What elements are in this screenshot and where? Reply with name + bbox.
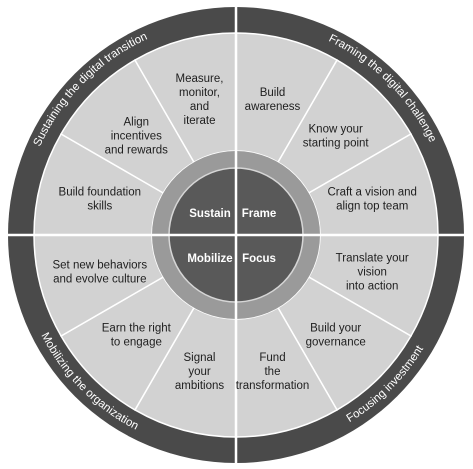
step-label-line: the — [264, 366, 280, 378]
step-label-line: starting point — [303, 137, 370, 149]
step-label-line: Set new behaviors — [52, 259, 147, 271]
step-label-sustain-1: Build foundation skills — [59, 187, 141, 213]
step-label-sustain-2: Align incentives and rewards — [105, 116, 169, 156]
step-label-line: awareness — [245, 101, 301, 113]
step-label-line: into action — [346, 280, 398, 292]
core-quadrants — [168, 167, 304, 303]
core-label-focus: Focus — [242, 253, 276, 265]
step-label-mobilize-2: Earn the right to engage — [102, 323, 172, 349]
step-label-line: align top team — [336, 201, 408, 213]
step-label-line: your — [188, 366, 211, 378]
step-label-line: iterate — [184, 115, 216, 127]
step-label-line: Earn the right — [102, 323, 172, 335]
step-label-line: Build your — [310, 323, 361, 335]
step-label-line: monitor, — [179, 87, 220, 99]
step-label-line: Signal — [184, 352, 216, 364]
step-label-mobilize-3: Set new behaviors and evolve culture — [52, 259, 147, 285]
step-label-frame-2: Know your starting point — [303, 123, 370, 149]
core-label-frame: Frame — [242, 208, 277, 220]
step-label-line: vision — [357, 266, 386, 278]
step-label-focus-1: Translate your vision into action — [336, 252, 409, 292]
step-label-frame-1: Build awareness — [245, 87, 301, 113]
step-label-line: Build foundation — [59, 187, 141, 199]
step-label-line: and rewards — [105, 144, 169, 156]
step-label-line: Translate your — [336, 252, 409, 264]
step-label-line: Fund — [259, 352, 285, 364]
step-label-line: transformation — [236, 380, 310, 392]
step-label-line: and evolve culture — [53, 273, 146, 285]
step-label-focus-3: Fund the transformation — [236, 352, 310, 392]
step-label-line: governance — [306, 337, 366, 349]
step-label-line: incentives — [111, 130, 162, 142]
core-label-sustain: Sustain — [189, 208, 231, 220]
step-label-line: Measure, — [176, 73, 224, 85]
step-label-focus-2: Build your governance — [306, 323, 366, 349]
step-label-frame-3: Craft a vision and align top team — [327, 187, 417, 213]
step-label-line: and — [190, 101, 209, 113]
quadrant-dividers — [8, 7, 464, 463]
step-label-line: skills — [87, 201, 112, 213]
step-label-line: Know your — [309, 123, 364, 135]
step-label-line: Craft a vision and — [327, 187, 417, 199]
step-label-line: ambitions — [175, 380, 224, 392]
step-label-line: Align — [124, 116, 150, 128]
step-label-mobilize-1: Signal your ambitions — [175, 352, 224, 392]
step-label-sustain-3: Measure, monitor, and iterate — [176, 73, 224, 127]
core-label-mobilize: Mobilize — [187, 253, 232, 265]
step-label-line: to engage — [111, 337, 162, 349]
step-label-line: Build — [260, 87, 286, 99]
